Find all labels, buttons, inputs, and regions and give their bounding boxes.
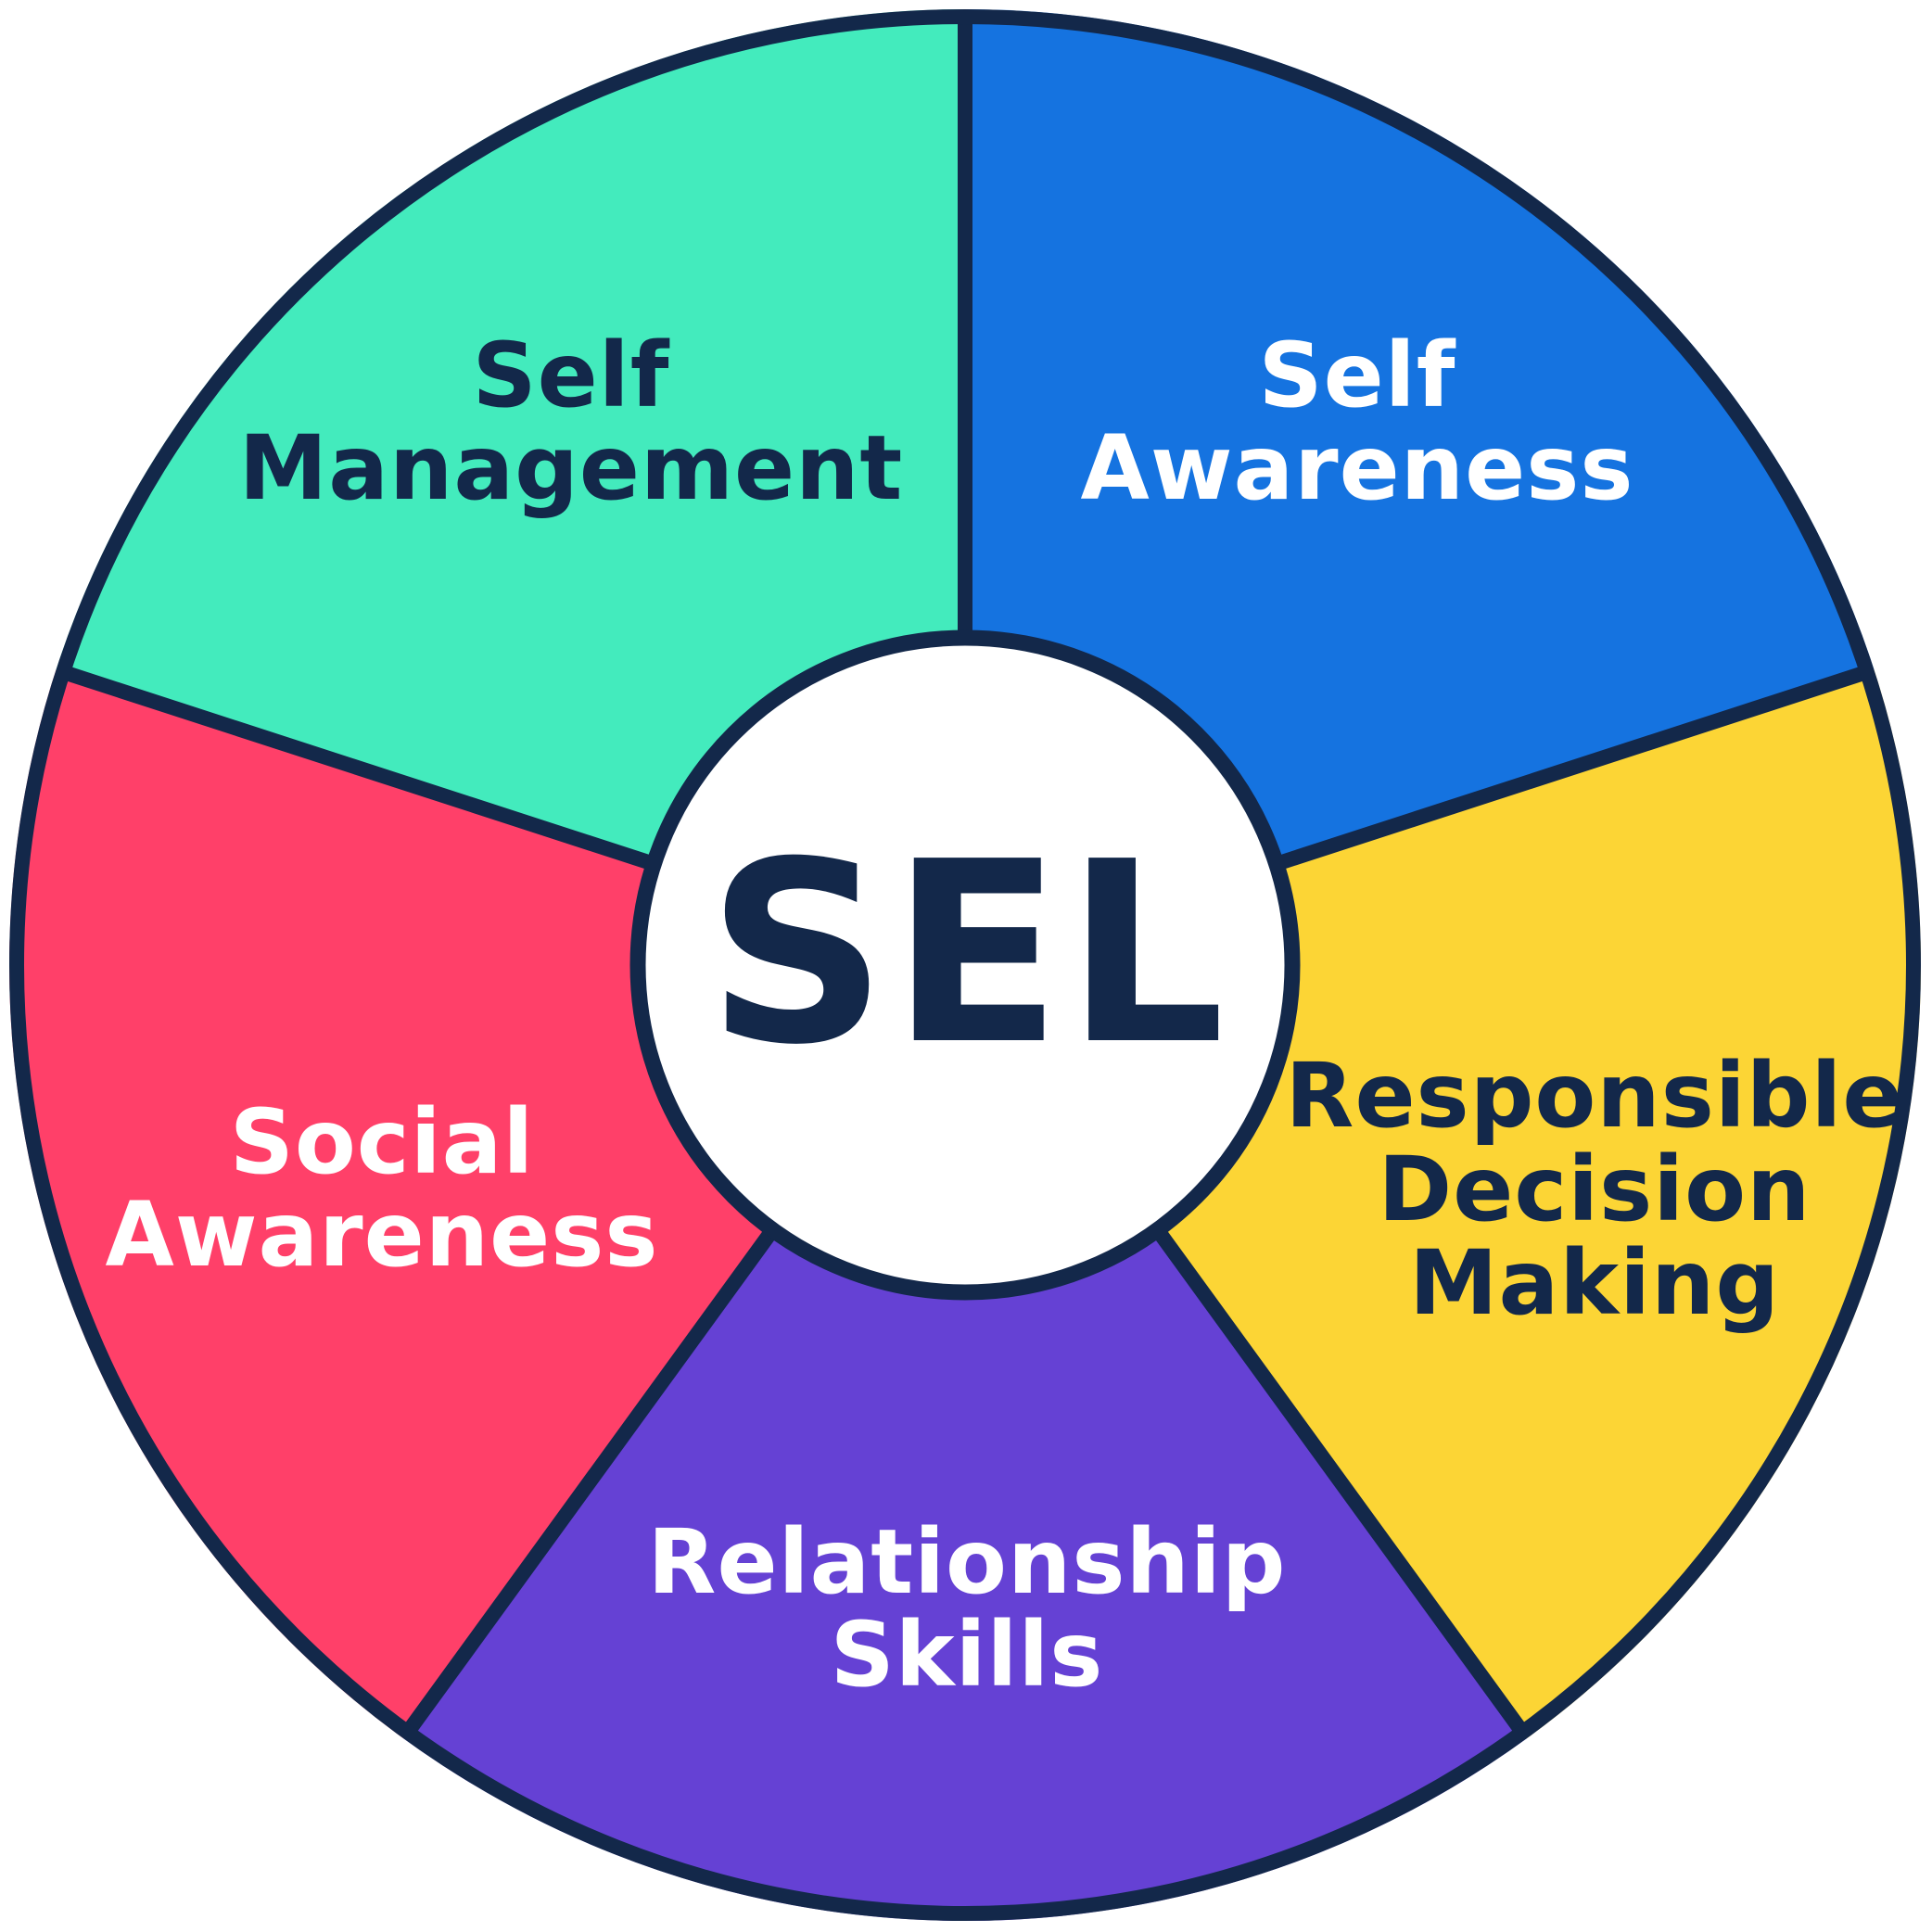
label-line: Decision <box>1379 1138 1811 1241</box>
label-relationship-skills: Relationship Skills <box>648 1510 1287 1707</box>
label-line: Responsible <box>1286 1044 1904 1148</box>
label-line: Making <box>1409 1231 1780 1335</box>
label-self-awareness: Self Awareness <box>1081 324 1634 520</box>
center-circle <box>629 629 1301 1301</box>
label-line: Management <box>239 416 904 520</box>
segment-relationship-skills <box>403 965 1527 1921</box>
label-line: Self <box>1259 324 1456 427</box>
label-line: Awareness <box>1081 416 1634 520</box>
label-line: Awareness <box>106 1183 659 1287</box>
label-social-awareness: Social Awareness <box>106 1090 659 1287</box>
center-label: SEL <box>707 807 1229 1099</box>
label-line: Social <box>230 1090 535 1194</box>
label-line: Skills <box>831 1603 1104 1707</box>
label-self-management: Self Management <box>239 324 904 520</box>
label-line: Self <box>473 324 670 427</box>
label-line: Relationship <box>648 1510 1287 1614</box>
label-responsible-decision-making: Responsible Decision Making <box>1286 1044 1904 1335</box>
outer-ring <box>9 9 1921 1921</box>
